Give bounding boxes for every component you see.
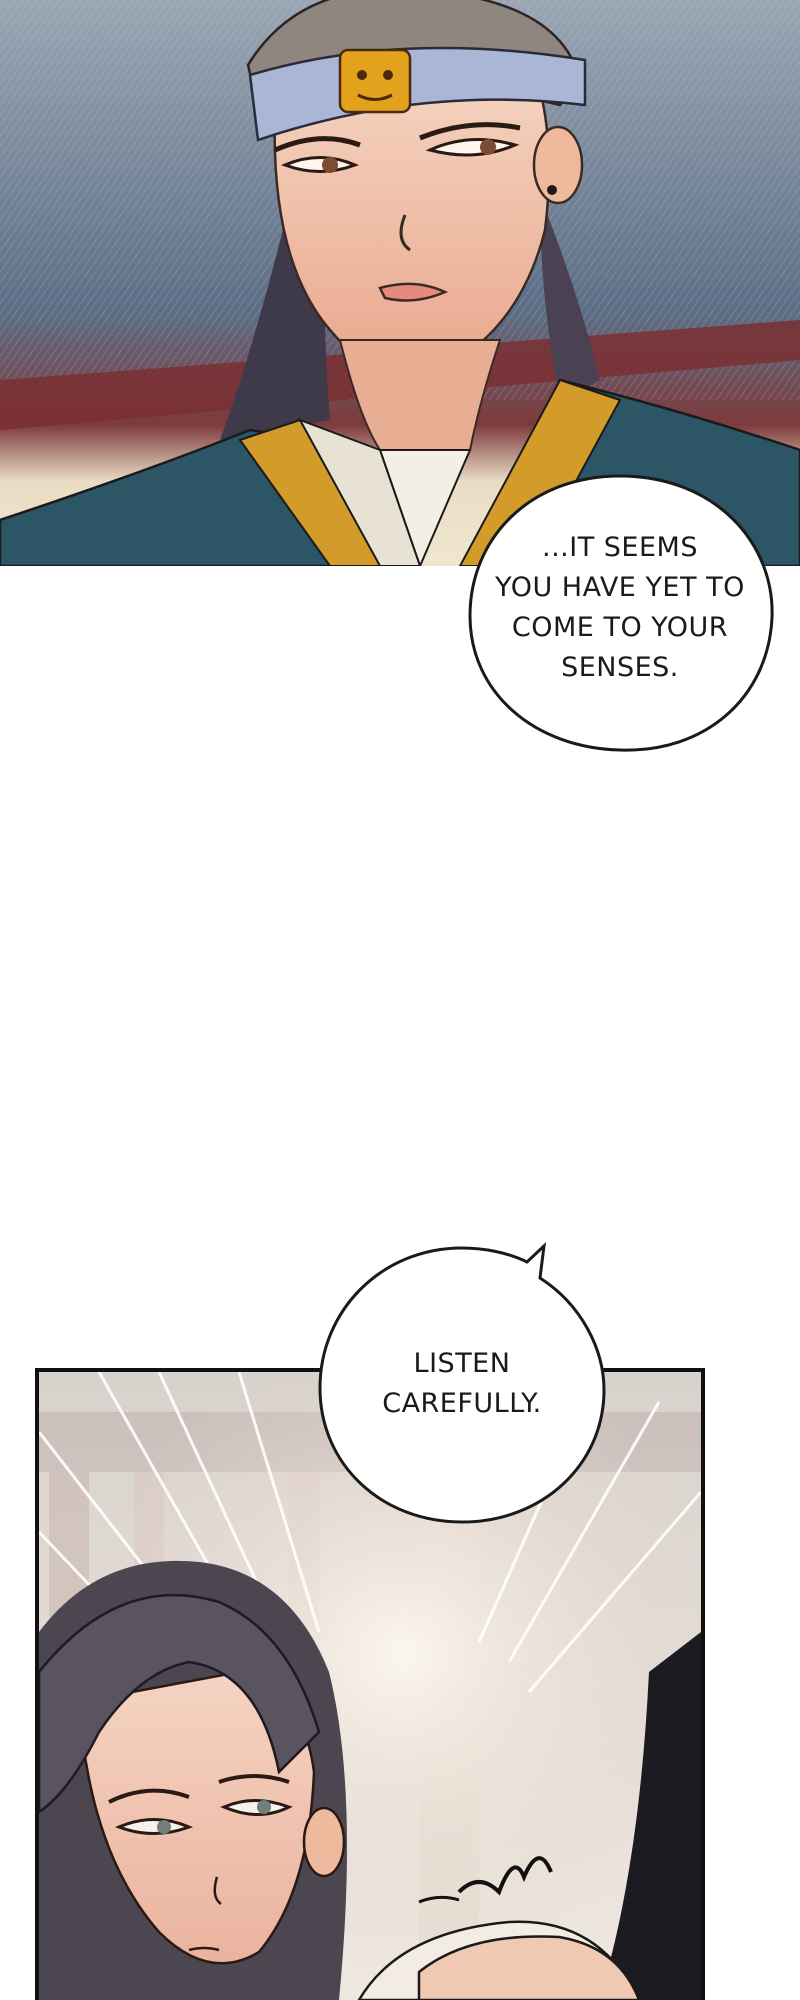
panel-1-art xyxy=(0,0,800,566)
speech-bubble-2: LISTEN CAREFULLY. xyxy=(312,1240,612,1530)
panel-2-art xyxy=(39,1372,701,2000)
speech-bubble-2-shape xyxy=(318,1242,606,1524)
speech-bubble-2-text: LISTEN CAREFULLY. xyxy=(382,1348,542,1419)
speech-bubble-1: ...IT SEEMS YOU HAVE YET TO COME TO YOUR… xyxy=(460,468,780,758)
speech-bubble-1-text: ...IT SEEMS YOU HAVE YET TO COME TO YOUR… xyxy=(495,532,745,683)
panel-1 xyxy=(0,0,800,566)
speech-bubble-1-shape xyxy=(468,474,774,752)
